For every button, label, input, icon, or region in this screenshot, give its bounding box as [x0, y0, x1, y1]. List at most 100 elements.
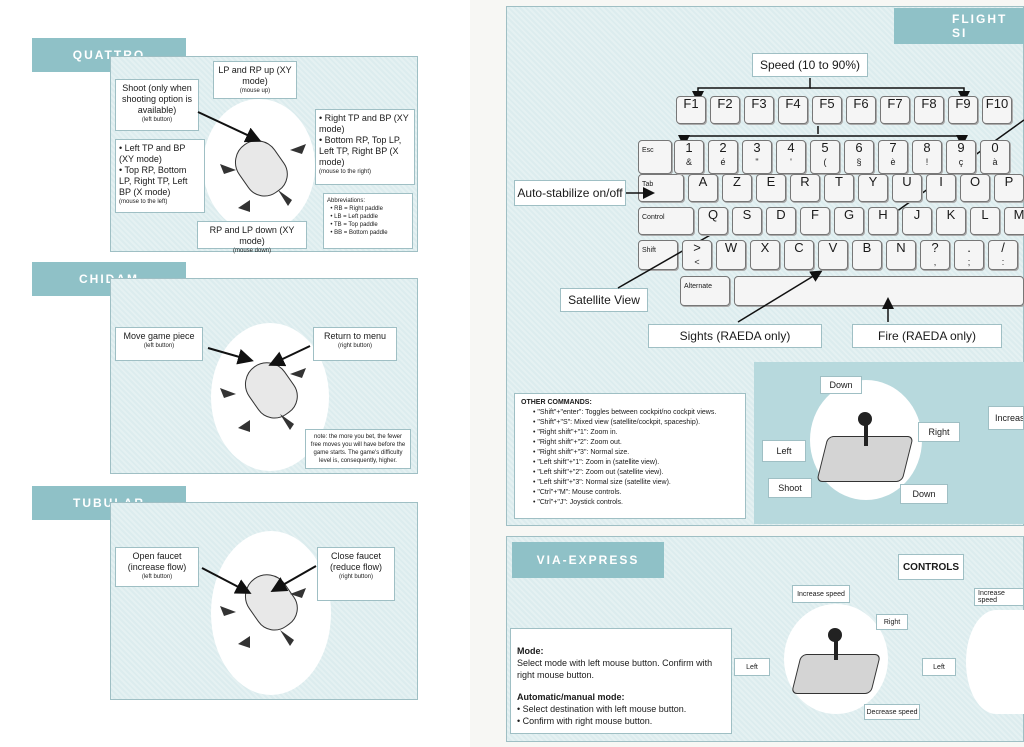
close-text: Close faucet (reduce flow): [329, 551, 383, 572]
chidam-panel: Move game piece (left button) Return to …: [110, 278, 418, 474]
sights-callout: Sights (RAEDA only): [648, 324, 822, 348]
right-item-1: • Right TP and BP (XY mode): [319, 113, 409, 134]
f-key-7: F8: [914, 96, 944, 124]
q-row-key-3: F: [800, 207, 830, 235]
joy-shoot-label: Shoot: [768, 478, 812, 498]
f-key-2: F3: [744, 96, 774, 124]
note-text: note: the more you bet, the fewer free m…: [310, 434, 406, 464]
w-row-key-0: ><: [682, 240, 712, 270]
a-row-key-6: U: [892, 174, 922, 202]
q-row-key-8: L: [970, 207, 1000, 235]
close-sub: (right button): [338, 574, 374, 580]
via-joystick-knob: [828, 628, 842, 642]
abbr-title: Abbreviations:: [327, 198, 366, 204]
f-key-1: F2: [710, 96, 740, 124]
left-move-label: • Left TP and BP (XY mode) • Top RP, Bot…: [115, 139, 205, 213]
joy-down-label: Down: [900, 484, 948, 504]
a-row-key-9: P: [994, 174, 1024, 202]
up-label: LP and RP up (XY mode) (mouse up): [213, 61, 297, 99]
via-left-label-2: Left: [922, 658, 956, 676]
joy-down-top-label: Down: [820, 376, 862, 394]
other-command-item: • "Ctrl"+"J": Joystick controls.: [533, 499, 623, 506]
satellite-text: Satellite View: [568, 293, 640, 307]
other-command-item: • "Right shift"+"3": Normal size.: [533, 449, 630, 456]
other-command-item: • "Right shift"+"1": Zoom in.: [533, 429, 618, 436]
joy-right-label: Right: [918, 422, 960, 442]
other-commands-box: OTHER COMMANDS: • "Shift"+"enter": Toggl…: [514, 393, 746, 519]
auto-text: Auto-stabilize on/off: [517, 186, 623, 200]
joystick-stick: [864, 420, 868, 446]
w-row-key-7: ?,: [920, 240, 950, 270]
down-label: RP and LP down (XY mode) (mouse down): [197, 221, 307, 254]
other-command-item: • "Ctrl"+"M": Mouse controls.: [533, 489, 622, 496]
shoot-sub: (left button): [141, 117, 173, 123]
a-row-key-3: R: [790, 174, 820, 202]
w-row-key-5: B: [852, 240, 882, 270]
q-row-key-9: M: [1004, 207, 1024, 235]
note-box: note: the more you bet, the fewer free m…: [305, 429, 411, 469]
auto-mode-title: Automatic/manual mode:: [517, 692, 625, 702]
via-increase-label: Increase speed: [792, 585, 850, 603]
abbreviations-box: Abbreviations: • RB = Right paddle • LB …: [323, 193, 413, 249]
via-title: VIA-EXPRESS: [536, 553, 640, 567]
f-key-9: F10: [982, 96, 1012, 124]
a-row-key-7: I: [926, 174, 956, 202]
abbr-4: • BB = Bottom paddle: [327, 230, 388, 236]
via-mode-box: Mode: Select mode with left mouse button…: [510, 628, 732, 734]
q-row-key-1: S: [732, 207, 762, 235]
left-item-1: • Left TP and BP (XY mode): [119, 143, 186, 164]
w-row-key-9: /:: [988, 240, 1018, 270]
left-page: QUATTRO Shoot (only when shooting option…: [0, 0, 470, 747]
num-key-4: 5(: [810, 140, 840, 174]
right-page: FLIGHT SI Speed (10 to 90%) Esc Tab Cont…: [470, 0, 1024, 747]
tab-key: Tab: [638, 174, 684, 202]
f-key-5: F6: [846, 96, 876, 124]
control-key: Control: [638, 207, 694, 235]
a-row-key-4: T: [824, 174, 854, 202]
other-command-item: • "Right shift"+"2": Zoom out.: [533, 439, 622, 446]
close-faucet-label: Close faucet (reduce flow) (right button…: [317, 547, 395, 601]
shoot-label: Shoot (only when shooting option is avai…: [115, 79, 199, 131]
f-key-3: F4: [778, 96, 808, 124]
move-sub: (left button): [143, 343, 175, 349]
a-row-key-0: A: [688, 174, 718, 202]
via-joystick-icon: [791, 654, 881, 694]
joy-left-label: Left: [762, 440, 806, 462]
via-right-label: Right: [876, 614, 908, 630]
other-commands-title: OTHER COMMANDS:: [521, 399, 592, 406]
f-key-4: F5: [812, 96, 842, 124]
open-sub: (left button): [141, 574, 173, 580]
speed-text: Speed (10 to 90%): [759, 58, 861, 72]
tubular-panel: Open faucet (increase flow) (left button…: [110, 502, 418, 700]
other-commands-list: • "Shift"+"enter": Toggles between cockp…: [521, 408, 739, 508]
return-text: Return to menu: [323, 331, 387, 341]
auto-item-1: • Select destination with left mouse but…: [517, 704, 687, 714]
w-row-key-8: .;: [954, 240, 984, 270]
open-text: Open faucet (increase flow): [127, 551, 187, 572]
left-sub: (mouse to the left): [119, 199, 168, 205]
w-row-key-2: X: [750, 240, 780, 270]
q-row-key-4: G: [834, 207, 864, 235]
shift-key: Shift: [638, 240, 678, 270]
quattro-panel: Shoot (only when shooting option is avai…: [110, 56, 418, 254]
other-command-item: • "Shift"+"S": Mixed view (satellite/coc…: [533, 419, 701, 426]
a-row-key-8: O: [960, 174, 990, 202]
f-key-8: F9: [948, 96, 978, 124]
num-key-7: 8!: [912, 140, 942, 174]
joystick-knob: [858, 412, 872, 426]
shoot-text: Shoot (only when shooting option is avai…: [121, 83, 193, 115]
via-tab: VIA-EXPRESS: [512, 542, 664, 578]
esc-key: Esc: [638, 140, 672, 174]
satellite-callout: Satellite View: [560, 288, 648, 312]
mode-title: Mode:: [517, 646, 544, 656]
auto-stabilize-callout: Auto-stabilize on/off: [514, 180, 626, 206]
via-joystick-stick: [834, 636, 838, 660]
controls-label: CONTROLS: [898, 554, 964, 580]
q-row-key-0: Q: [698, 207, 728, 235]
w-row-key-3: C: [784, 240, 814, 270]
down-text: RP and LP down (XY mode): [209, 225, 295, 246]
move-piece-label: Move game piece (left button): [115, 327, 203, 361]
num-key-0: 1&: [674, 140, 704, 174]
